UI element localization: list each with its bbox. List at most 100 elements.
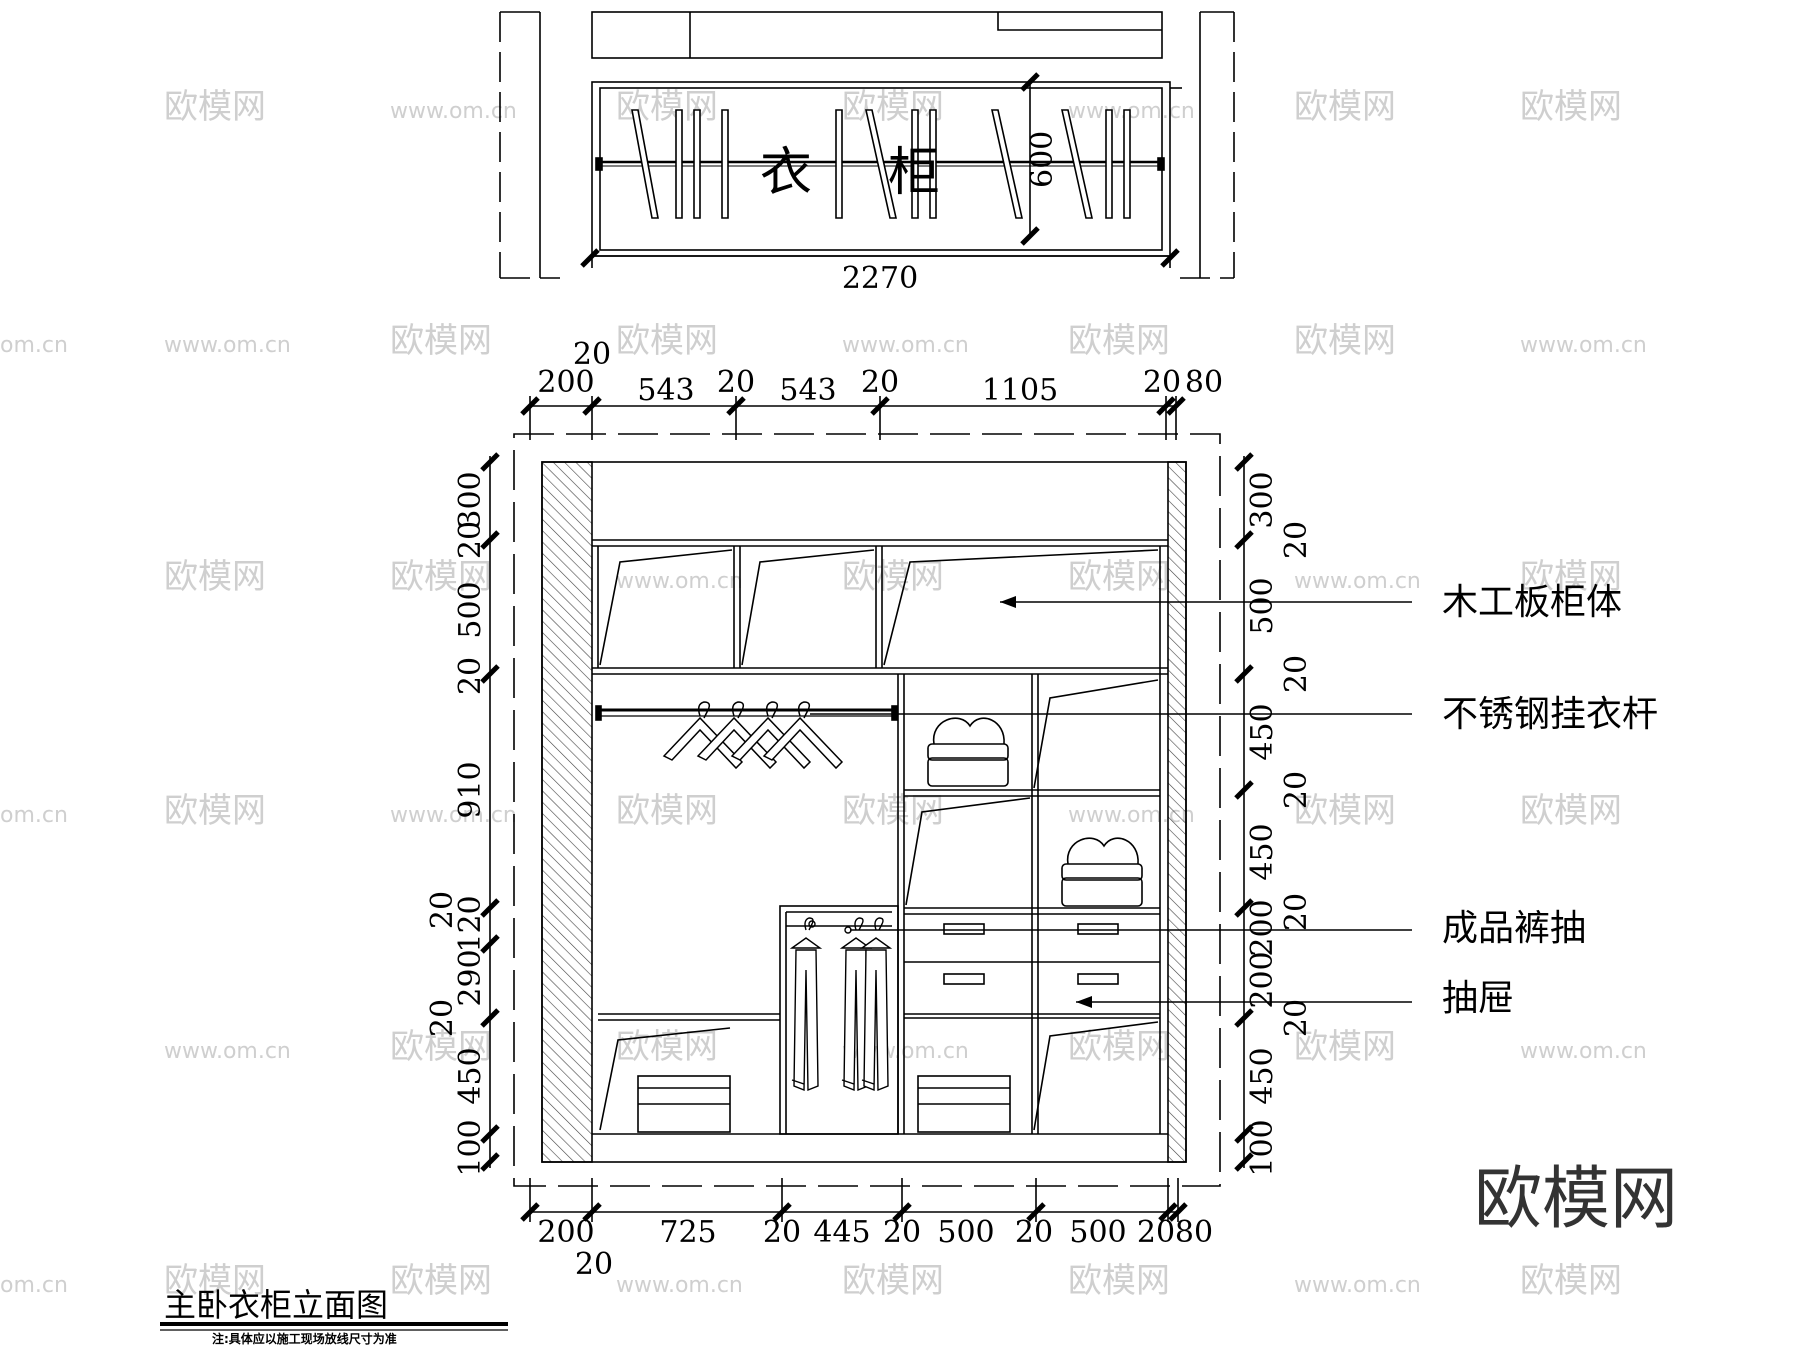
coat-hanger bbox=[662, 701, 744, 770]
watermark-logo: 欧模网 bbox=[616, 321, 718, 361]
bottom-dim-20d: 20 bbox=[1137, 1215, 1175, 1250]
top-dim-20b: 20 bbox=[861, 365, 899, 400]
drawing-title: 主卧衣柜立面图 bbox=[164, 1286, 388, 1324]
watermark-logo: 欧模网 bbox=[1294, 321, 1396, 361]
right-dim-300: 300 bbox=[1245, 471, 1280, 528]
left-dim-20: 20 bbox=[425, 999, 460, 1037]
left-dim-20: 20 bbox=[453, 657, 488, 695]
right-dim-200: 200 bbox=[1245, 951, 1280, 1008]
left-dim-120: 120 bbox=[453, 895, 488, 952]
left-dim-300: 300 bbox=[453, 471, 488, 528]
watermark-logo: 欧模网 bbox=[1068, 1027, 1170, 1067]
right-dim-20: 20 bbox=[1279, 655, 1314, 693]
top-dim-80: 80 bbox=[1185, 365, 1223, 400]
watermark-url: www.om.cn bbox=[842, 333, 969, 358]
watermark-logo: 欧模网 bbox=[1294, 1027, 1396, 1067]
left-dim-450: 450 bbox=[453, 1047, 488, 1104]
top-dim-543b: 543 bbox=[779, 373, 836, 408]
top-dimensions: 20 200 543 20 543 20 1105 20 80 bbox=[537, 337, 1223, 408]
trouser-hanger bbox=[859, 917, 893, 1092]
storage-box-1 bbox=[637, 1075, 731, 1133]
elevation-view bbox=[489, 396, 1412, 1222]
watermark-logo: 欧模网 bbox=[164, 791, 266, 831]
watermark-url: www.om.cn bbox=[1294, 569, 1421, 594]
bottom-dim-20a: 20 bbox=[763, 1215, 801, 1250]
top-dim-543a: 543 bbox=[637, 373, 694, 408]
bottom-dim-20c: 20 bbox=[1015, 1215, 1053, 1250]
watermark-logo: 欧模网 bbox=[1294, 87, 1396, 127]
watermark-logo: 欧模网 bbox=[616, 87, 718, 127]
watermark-logo: 欧模网 bbox=[164, 87, 266, 127]
watermark-logo: 欧模网 bbox=[164, 557, 266, 597]
watermark-url-edge: om.cn bbox=[0, 333, 68, 358]
left-dim-20: 20 bbox=[453, 521, 488, 559]
title-block: 主卧衣柜立面图 注:具体应以施工现场放线尺寸为准 bbox=[160, 1286, 508, 1346]
right-dim-20: 20 bbox=[1279, 999, 1314, 1037]
bottom-dimensions: 200 725 20 445 20 500 20 500 20 80 20 bbox=[537, 1215, 1213, 1282]
watermark-logo: 欧模网 bbox=[1068, 557, 1170, 597]
watermark-logo: 欧模网 bbox=[616, 1027, 718, 1067]
watermark-url-edge: om.cn bbox=[0, 803, 68, 828]
bottom-dim-80: 80 bbox=[1175, 1215, 1213, 1250]
clothes-stack-1 bbox=[927, 717, 1009, 787]
bottom-dim-20b: 20 bbox=[883, 1215, 921, 1250]
bottom-dim-500b: 500 bbox=[1069, 1215, 1126, 1250]
callout-trouser-rack: 成品裤抽 bbox=[1442, 908, 1586, 949]
watermark-logo: 欧模网 bbox=[164, 1261, 266, 1301]
watermark-url: www.om.cn bbox=[1294, 1273, 1421, 1298]
watermark-logo: 欧模网 bbox=[390, 1027, 492, 1067]
callout-carcass: 木工板柜体 bbox=[1442, 582, 1622, 623]
watermark-url: www.om.cn bbox=[164, 333, 291, 358]
watermark-logo: 欧模网 bbox=[1068, 321, 1170, 361]
storage-box-2 bbox=[917, 1075, 1011, 1133]
watermark-logo: 欧模网 bbox=[616, 791, 718, 831]
top-dim-stacked-20: 20 bbox=[573, 337, 611, 372]
watermark-url: www.om.cn bbox=[164, 1039, 291, 1064]
watermark-logo: 欧模网 bbox=[390, 557, 492, 597]
bottom-dim-445: 445 bbox=[813, 1215, 870, 1250]
watermark-logo: 欧模网 bbox=[1520, 791, 1622, 831]
watermark-logo: 欧模网 bbox=[842, 87, 944, 127]
coat-hanger bbox=[730, 701, 812, 770]
bottom-dim-stacked-20: 20 bbox=[575, 1247, 613, 1282]
watermark-logo: 欧模网 bbox=[1068, 1261, 1170, 1301]
callout-hanging-rod: 不锈钢挂衣杆 bbox=[1442, 694, 1658, 735]
watermark-logo: 欧模网 bbox=[390, 321, 492, 361]
watermark-url: www.om.cn bbox=[616, 569, 743, 594]
watermark-logo: 欧模网 bbox=[1520, 1261, 1622, 1301]
right-dim-200: 200 bbox=[1245, 899, 1280, 956]
watermark-url: www.om.cn bbox=[390, 99, 517, 124]
left-dim-500: 500 bbox=[453, 581, 488, 638]
watermark-logo: 欧模网 bbox=[842, 1261, 944, 1301]
watermark-logo-large: 欧模网 bbox=[1474, 1160, 1678, 1239]
watermark-logo: 欧模网 bbox=[1520, 557, 1622, 597]
watermark-logo: 欧模网 bbox=[390, 1261, 492, 1301]
watermark-logo: 欧模网 bbox=[842, 557, 944, 597]
left-dim-910: 910 bbox=[453, 761, 488, 818]
bottom-dim-500a: 500 bbox=[937, 1215, 994, 1250]
coat-hanger bbox=[696, 701, 778, 770]
top-dim-1105: 1105 bbox=[982, 373, 1058, 408]
plan-label-char-2: 柜 bbox=[888, 143, 940, 203]
right-dim-20: 20 bbox=[1279, 771, 1314, 809]
left-dim-100: 100 bbox=[453, 1119, 488, 1176]
right-dim-20: 20 bbox=[1279, 521, 1314, 559]
watermark-url-edge: om.cn bbox=[0, 1273, 68, 1298]
plan-depth-dim: 600 bbox=[1025, 131, 1060, 188]
left-dim-20: 20 bbox=[425, 891, 460, 929]
callouts: 木工板柜体 不锈钢挂衣杆 成品裤抽 抽屉 bbox=[1442, 582, 1658, 1019]
watermark-logo: 欧模网 bbox=[1294, 791, 1396, 831]
right-dim-20: 20 bbox=[1279, 893, 1314, 931]
watermark-url: www.om.cn bbox=[1520, 333, 1647, 358]
left-dim-290: 290 bbox=[453, 949, 488, 1006]
bottom-dim-725: 725 bbox=[659, 1215, 716, 1250]
watermark-url: www.om.cn bbox=[616, 1273, 743, 1298]
drawing-note: 注:具体应以施工现场放线尺寸为准 bbox=[212, 1331, 397, 1346]
trouser-hanger bbox=[789, 917, 823, 1092]
right-dim-100: 100 bbox=[1245, 1119, 1280, 1176]
callout-drawer: 抽屉 bbox=[1442, 978, 1514, 1019]
